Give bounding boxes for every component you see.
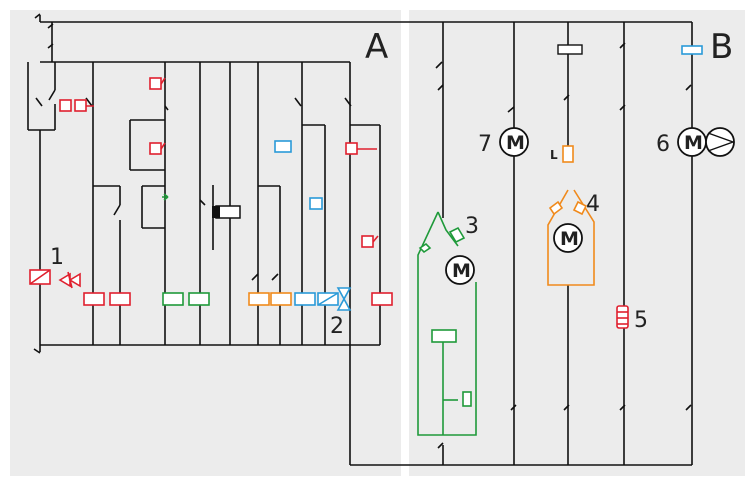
marker-7: 7 <box>478 132 492 157</box>
marker-6: 6 <box>656 132 670 157</box>
green-components <box>162 193 477 436</box>
red-components <box>29 77 629 329</box>
panel-a-background <box>10 10 401 476</box>
motor-6: M <box>677 127 736 157</box>
switch-tag-label: L <box>550 148 558 162</box>
motor-3-symbol: M <box>452 260 471 282</box>
relay-block <box>212 205 241 219</box>
marker-2: 2 <box>330 314 344 339</box>
orange-components <box>248 145 595 306</box>
panel-b-label: B <box>710 27 733 67</box>
motor-7: M <box>499 127 529 157</box>
motor-4-symbol: M <box>560 228 579 250</box>
blue-components <box>274 45 703 311</box>
marker-4: 4 <box>586 192 600 217</box>
pump-icon <box>705 127 735 157</box>
marker-1: 1 <box>50 245 64 270</box>
motor-3: M <box>445 255 475 285</box>
motor-7-symbol: M <box>506 132 525 154</box>
motor-6-symbol: M <box>684 132 703 154</box>
panel-a-label: A <box>365 27 388 67</box>
main-wiring <box>27 13 693 466</box>
motor-4: M <box>553 223 583 253</box>
marker-3: 3 <box>465 214 479 239</box>
marker-5: 5 <box>634 308 648 333</box>
disconnect-switch <box>557 44 583 55</box>
